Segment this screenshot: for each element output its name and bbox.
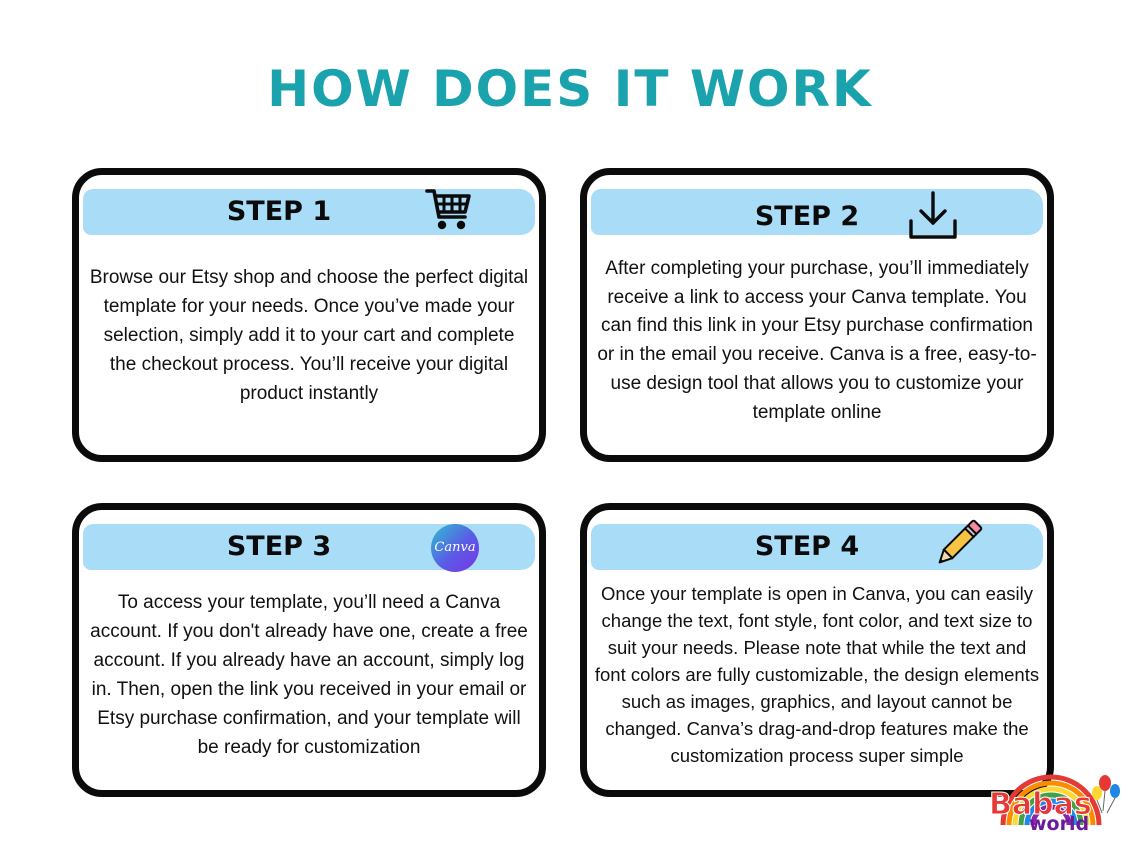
step-4-card: STEP 4 Once your template is open in Can… <box>580 503 1054 797</box>
download-icon <box>907 189 959 248</box>
step-3-card: STEP 3 Canva To access your template, yo… <box>72 503 546 797</box>
rainbow-icon <box>1000 774 1120 826</box>
step-2-label: STEP 2 <box>754 201 860 232</box>
brand-name-line2: world <box>1029 813 1090 835</box>
step-1-card: STEP 1 Browse our Etsy shop and choose t… <box>72 168 546 462</box>
canva-logo-text: Canva <box>431 524 479 572</box>
step-3-label: STEP 3 <box>226 531 332 562</box>
step-2-description: After completing your purchase, you’ll i… <box>597 258 1037 423</box>
shopping-cart-icon <box>424 185 474 238</box>
brand-name-line1: Babas <box>989 787 1093 823</box>
step-4-label: STEP 4 <box>754 531 860 562</box>
pencil-icon <box>932 518 984 575</box>
step-2-header: STEP 2 <box>591 189 1043 235</box>
brand-logo: Babas world <box>985 765 1125 845</box>
step-2-card: STEP 2 After completing your purchase, y… <box>580 168 1054 462</box>
step-3-description: To access your template, you’ll need a C… <box>90 592 528 758</box>
step-4-description: Once your template is open in Canva, you… <box>594 583 1040 766</box>
step-4-header: STEP 4 <box>591 524 1043 570</box>
page-title: HOW DOES IT WORK <box>267 60 873 118</box>
step-1-label: STEP 1 <box>226 196 332 227</box>
canva-logo-icon: Canva <box>431 524 479 572</box>
step-1-description: Browse our Etsy shop and choose the perf… <box>89 267 529 404</box>
